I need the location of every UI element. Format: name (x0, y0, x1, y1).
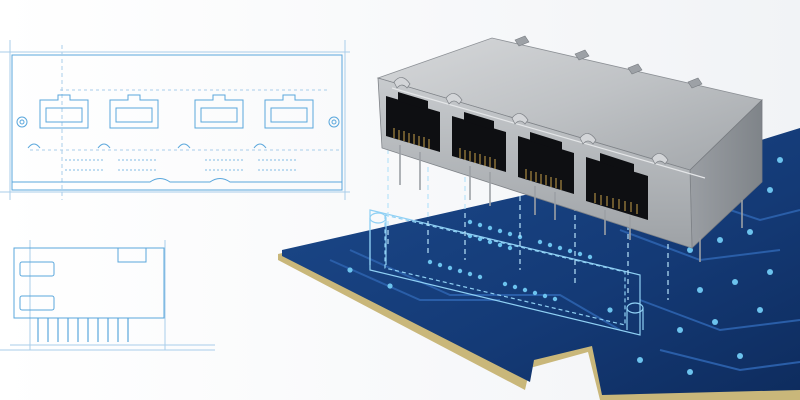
connector-housing (376, 35, 763, 262)
latch-clips (393, 77, 669, 165)
rj45-port-1 (386, 92, 440, 152)
blueprint-side-view (0, 240, 215, 351)
port-3-contacts (525, 169, 562, 190)
blueprint-port-3 (194, 94, 244, 129)
rj45-port-4 (586, 153, 648, 220)
port-4-contacts (594, 193, 638, 214)
blueprint-pin-rows (65, 159, 298, 171)
port-1-contacts (393, 128, 430, 149)
blueprint-front-view (0, 40, 350, 200)
rj45-port-3 (518, 132, 574, 194)
port-2-contacts (459, 148, 496, 169)
pcb-pads (347, 157, 783, 375)
rj45-port-2 (452, 112, 506, 172)
blueprint-side-pins (37, 318, 129, 342)
blueprint-port-2 (109, 94, 159, 129)
blueprint-port-1 (39, 94, 89, 129)
blueprint-port-4 (264, 94, 314, 129)
connector-pins (399, 145, 743, 262)
shield-tabs (514, 35, 703, 89)
